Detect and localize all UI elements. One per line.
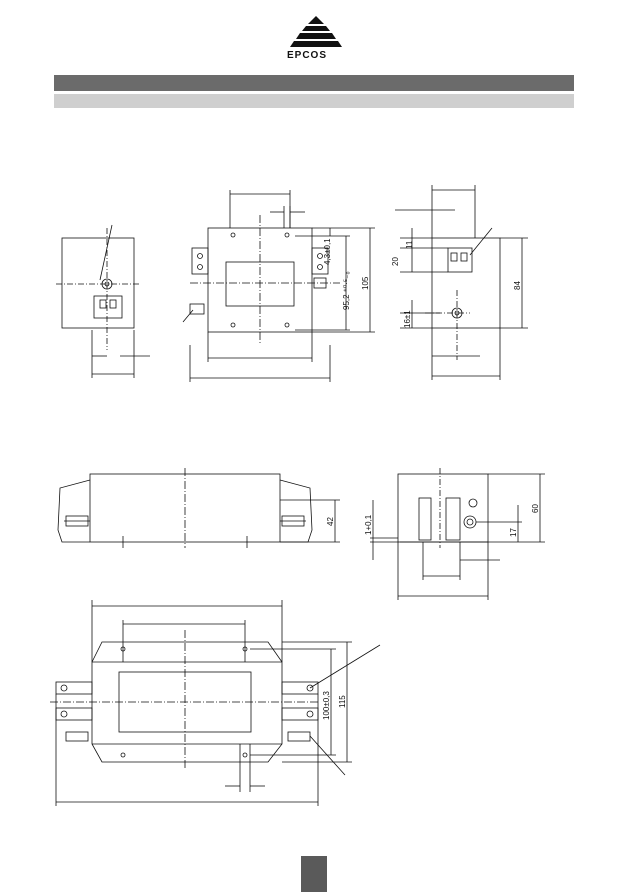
dim-right-3: 84 — [513, 281, 522, 290]
bottom-view — [50, 600, 381, 806]
epcos-logo — [290, 16, 342, 47]
dim-front-2: 1+0,1 — [364, 514, 373, 535]
side-view — [370, 468, 545, 600]
subheader-bar — [54, 94, 574, 108]
end-view-left — [56, 224, 150, 378]
dim-top-2: 95,2 ⁺⁰·⁵₋₀ — [342, 271, 351, 310]
top-view — [182, 190, 375, 382]
dim-bottom-1: 100±0,3 — [322, 691, 331, 720]
page-tab — [301, 856, 327, 892]
dim-top-3: 105 — [361, 276, 370, 290]
dim-right-4: 16±1 — [403, 310, 412, 328]
right-view — [395, 185, 528, 380]
front-view — [57, 468, 340, 548]
dimension-labels: 4,3±0,1 95,2 ⁺⁰·⁵₋₀ 105 11 20 84 16±1 42… — [322, 238, 540, 720]
dim-side-2: 17 — [509, 528, 518, 537]
dim-right-1: 11 — [405, 240, 414, 249]
dim-front-1: 42 — [326, 517, 335, 526]
dim-top-1: 4,3±0,1 — [323, 238, 332, 265]
header-bar — [54, 75, 574, 91]
dim-bottom-2: 115 — [338, 695, 347, 708]
dim-right-2: 20 — [391, 257, 400, 266]
brand-name: EPCOS — [287, 50, 328, 61]
dim-side-1: 60 — [531, 504, 540, 513]
